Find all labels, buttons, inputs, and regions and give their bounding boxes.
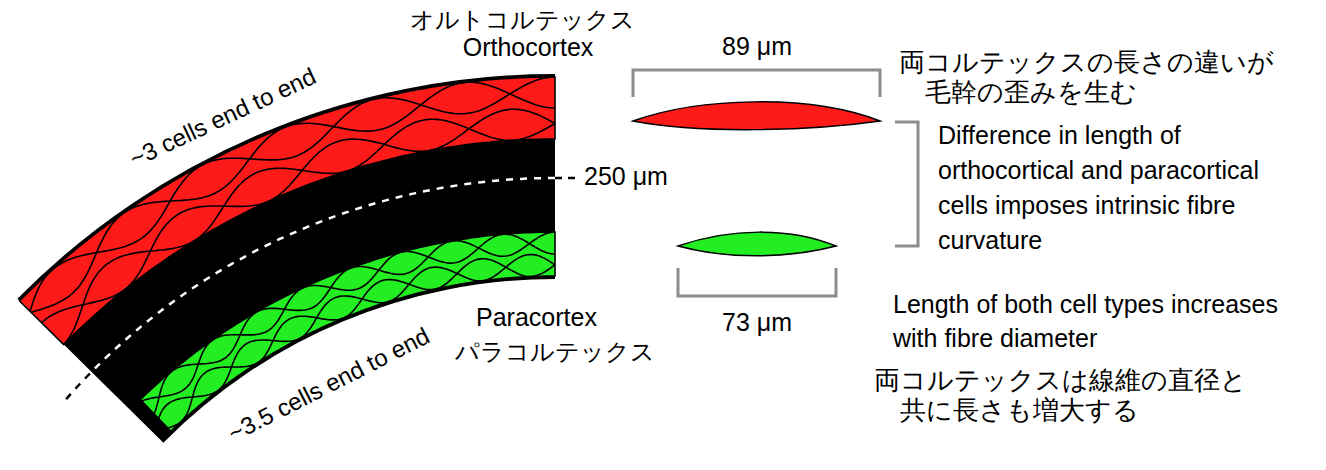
note-text: Difference in length of orthocortical an… (938, 118, 1306, 258)
dimension-label: 89 μm (722, 31, 792, 61)
dimension-bracket (633, 70, 880, 97)
note-ja: 両コルテックスの長さの違いが 毛幹の歪みを生む (899, 48, 1320, 108)
cell-outline (26, 77, 568, 325)
region-name-ja: オルトコルテックス (410, 6, 635, 35)
cortex-region (140, 232, 555, 431)
paracortical-cell (678, 232, 836, 256)
note-text: Length of both cell types increases with… (893, 287, 1313, 355)
diameter-line (555, 177, 580, 180)
dimension-label: 73 μm (722, 307, 792, 337)
cell-outline (17, 82, 567, 317)
region-name: Paracortex (476, 302, 597, 332)
paracortex-cells (133, 232, 566, 431)
comparison-bracket (895, 122, 918, 246)
diameter-line (64, 374, 90, 402)
region-name: Orthocortex (463, 32, 594, 62)
dimension-bracket (678, 268, 836, 296)
region-name-ja: パラコルテックス (455, 338, 655, 367)
cortex-outline (140, 232, 555, 431)
orthocortical-cell (633, 102, 880, 130)
fibre-band (17, 74, 555, 443)
dimension-label: 250 μm (584, 161, 668, 191)
note-ja: 両コルテックスは線維の直径と 共に長さも増大する (874, 366, 1320, 426)
cell-outlines (133, 232, 566, 430)
